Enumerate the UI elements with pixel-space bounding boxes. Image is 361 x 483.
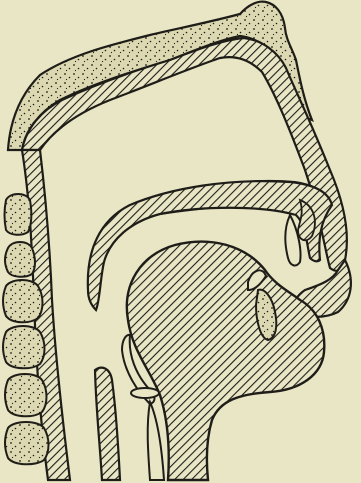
hyoid-bone — [131, 388, 159, 398]
vertebra — [5, 194, 32, 235]
esophagus — [148, 402, 164, 480]
vertebra — [5, 422, 49, 464]
vertebra — [5, 374, 47, 416]
vertebra — [3, 280, 43, 322]
vertebra — [5, 242, 35, 277]
trachea — [95, 368, 120, 480]
vertebra — [3, 326, 45, 368]
upper-teeth — [285, 215, 300, 265]
